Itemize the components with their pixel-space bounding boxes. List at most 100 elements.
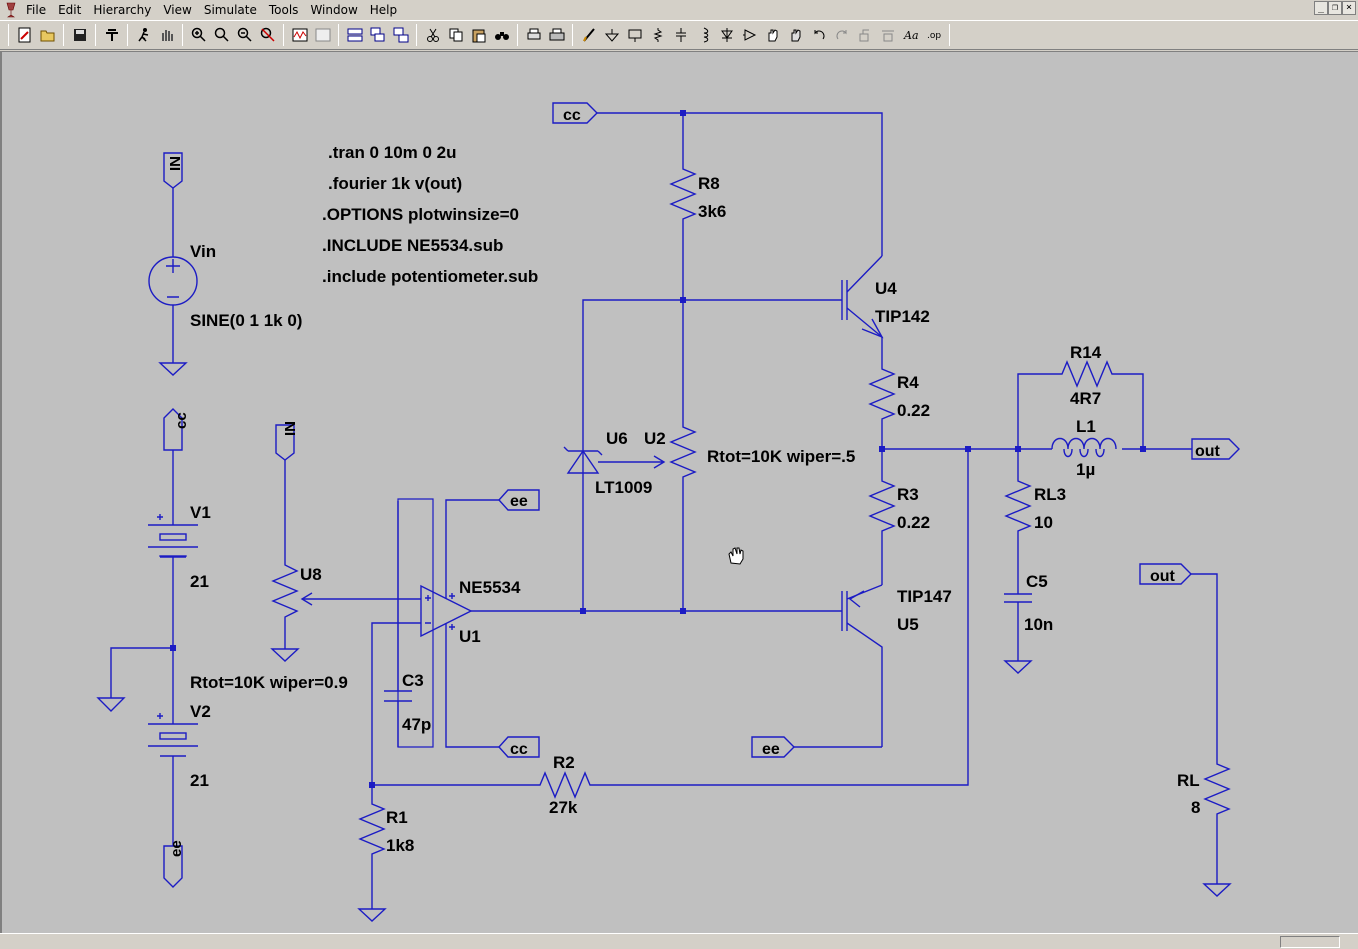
zoom-fit-icon[interactable] [256,24,279,47]
copy-icon[interactable] [444,24,467,47]
l1-inductor[interactable] [1051,437,1122,458]
r1-resistor[interactable] [357,785,387,922]
waveform-icon[interactable] [288,24,311,47]
c3-value-label: 47p [402,715,431,734]
r4-name-label: R4 [897,373,919,392]
capacitor-icon[interactable] [669,24,692,47]
undo-icon[interactable] [807,24,830,47]
u4-name-label: U4 [875,279,897,298]
u5-transistor[interactable] [841,584,883,747]
netflag-out-right[interactable]: out [1191,438,1240,460]
netflag-cc-top[interactable]: cc [552,102,598,124]
menu-window[interactable]: Window [310,3,358,17]
mirror-icon[interactable] [876,24,899,47]
halt-icon[interactable] [155,24,178,47]
print-preview-icon[interactable] [522,24,545,47]
find-icon[interactable] [490,24,513,47]
new-schematic-icon[interactable] [13,24,36,47]
drag-icon[interactable] [784,24,807,47]
u4-value-label: TIP142 [875,307,930,326]
rl-resistor[interactable] [1191,573,1232,897]
print-icon[interactable] [545,24,568,47]
r1-name-label: R1 [386,808,408,827]
r2-resistor[interactable] [369,449,969,799]
zoom-in-icon[interactable] [187,24,210,47]
rl3-value-label: 10 [1034,513,1053,532]
resistor-icon[interactable] [646,24,669,47]
schematic-canvas[interactable]: .tran 0 10m 0 2u .fourier 1k v(out) .OPT… [0,51,1358,933]
directive-include-ne5534[interactable]: .INCLUDE NE5534.sub [322,236,503,255]
cascade-icon[interactable] [366,24,389,47]
v2-battery[interactable]: ee [148,648,198,888]
control-panel-icon[interactable] [100,24,123,47]
toolbar-separator [572,24,573,46]
netflag-ee-opamp[interactable]: ee [498,489,540,511]
svg-text:cc: cc [563,107,581,124]
menu-bar: File Edit Hierarchy View Simulate Tools … [0,0,1358,20]
text-icon[interactable]: Aa [899,24,922,47]
r14-resistor[interactable] [1017,360,1144,449]
directive-options[interactable]: .OPTIONS plotwinsize=0 [322,205,519,224]
tile-horizontal-icon[interactable] [343,24,366,47]
label-net-icon[interactable] [623,24,646,47]
menu-view[interactable]: View [163,3,192,17]
wire-icon[interactable] [577,24,600,47]
svg-text:ee: ee [510,493,528,510]
open-icon[interactable] [36,24,59,47]
component-icon[interactable] [738,24,761,47]
netflag-ee-bottom[interactable]: ee [751,736,795,758]
r3-resistor[interactable] [868,449,896,585]
r8-name-label: R8 [698,174,720,193]
r8-resistor[interactable] [669,113,697,300]
minimize-icon[interactable]: _ [1314,1,1328,15]
waveform-autorange-icon[interactable] [311,24,334,47]
save-icon[interactable] [68,24,91,47]
menu-hierarchy[interactable]: Hierarchy [93,3,152,17]
u6-reference[interactable] [563,446,666,474]
restore-icon[interactable]: ❐ [1328,1,1342,15]
u2-potentiometer[interactable] [669,300,697,611]
tile-vertical-icon[interactable] [389,24,412,47]
zoom-out-icon[interactable] [233,24,256,47]
paste-icon[interactable] [467,24,490,47]
directive-fourier[interactable]: .fourier 1k v(out) [328,174,462,193]
netflag-cc-v1: cc [173,412,190,429]
menu-help[interactable]: Help [369,3,398,17]
hand-cursor-icon [728,547,744,565]
rotate-icon[interactable] [853,24,876,47]
toolbar-separator [338,24,339,46]
c5-capacitor[interactable] [1003,593,1033,674]
redo-icon[interactable] [830,24,853,47]
c3-name-label: C3 [402,671,424,690]
c3-capacitor[interactable] [384,501,412,747]
inductor-icon[interactable] [692,24,715,47]
cut-icon[interactable] [421,24,444,47]
r14-value-label: 4R7 [1070,389,1101,408]
spice-directive-icon[interactable]: .op [922,24,945,47]
vin-source[interactable]: IN [148,152,198,376]
menu-tools[interactable]: Tools [268,3,299,17]
u8-potentiometer[interactable]: IN [270,421,421,662]
app-icon[interactable] [2,1,20,19]
rl3-resistor[interactable] [1004,449,1032,594]
toolbar-separator [182,24,183,46]
u1-value-label: NE5534 [459,578,521,597]
r4-resistor[interactable] [868,337,896,449]
netflag-cc-opamp[interactable]: cc [498,736,540,758]
menu-edit[interactable]: Edit [58,3,82,17]
menu-file[interactable]: File [26,3,47,17]
directive-include-potentiometer[interactable]: .include potentiometer.sub [322,267,538,286]
v1-battery[interactable]: cc [148,408,198,648]
directive-tran[interactable]: .tran 0 10m 0 2u [328,143,457,162]
close-icon[interactable]: × [1342,1,1356,15]
diode-icon[interactable] [715,24,738,47]
ground-icon[interactable] [600,24,623,47]
u5-value-label: TIP147 [897,587,952,606]
netflag-out-load[interactable]: out [1139,563,1192,585]
run-icon[interactable] [132,24,155,47]
menu-simulate[interactable]: Simulate [203,3,257,17]
u6-name-label: U6 [606,429,628,448]
zoom-pan-icon[interactable] [210,24,233,47]
netflag-in-u8: IN [282,421,299,436]
move-icon[interactable] [761,24,784,47]
